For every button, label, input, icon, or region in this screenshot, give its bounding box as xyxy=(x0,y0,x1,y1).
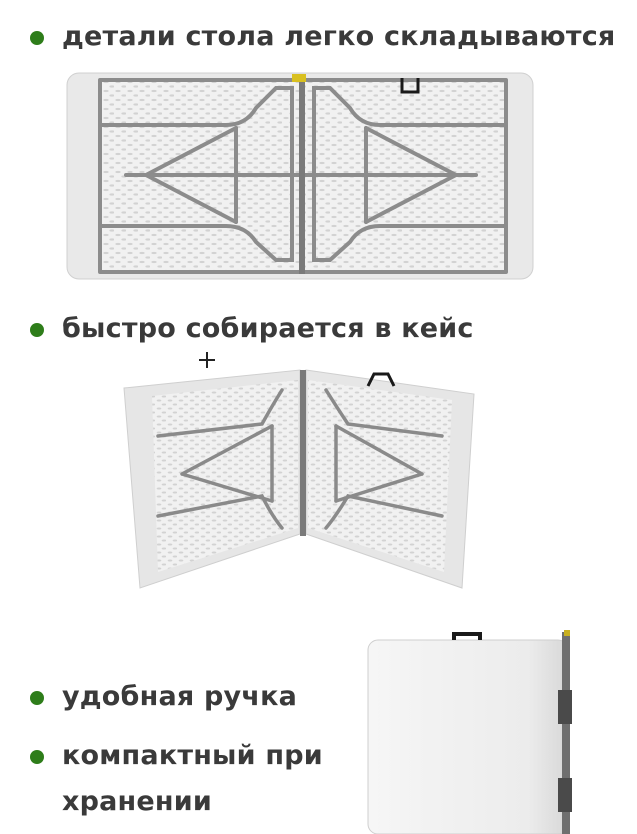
green-dot-bullet-icon xyxy=(30,691,44,705)
feature-text: детали стола легко складываются xyxy=(62,21,616,52)
feature-compact-storage: компактный при хранении xyxy=(30,733,362,825)
photo-table-unfolded-underside xyxy=(66,72,534,280)
feature-fold-details: детали стола легко складываются xyxy=(30,14,615,60)
feature-text: быстро собирается в кейс xyxy=(62,313,474,344)
feature-folds-into-case: быстро собирается в кейс xyxy=(30,306,474,352)
photo-table-half-folded xyxy=(123,369,475,589)
green-dot-bullet-icon xyxy=(30,323,44,337)
feature-text: компактный при хранении xyxy=(62,740,323,817)
green-dot-bullet-icon xyxy=(30,750,44,764)
green-dot-bullet-icon xyxy=(30,31,44,45)
feature-handle: удобная ручка xyxy=(30,674,297,720)
photo-table-folded-case xyxy=(367,630,572,834)
feature-text: удобная ручка xyxy=(62,681,298,712)
crosshair-cursor-icon xyxy=(199,352,215,368)
